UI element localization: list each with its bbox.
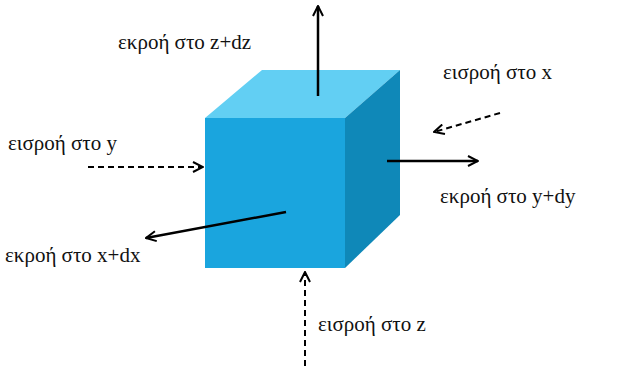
inflow-arrow xyxy=(304,272,306,366)
outflow-arrow xyxy=(317,6,320,96)
flow-label: εισροή στο z xyxy=(318,312,426,336)
flow-label: εισροή στο x xyxy=(443,60,552,84)
inflow-arrow xyxy=(88,166,203,168)
flow-label: εκροή στο x+dx xyxy=(5,243,140,267)
flow-label: εκροή στο y+dy xyxy=(440,184,575,208)
inflow-arrow xyxy=(434,113,500,132)
outflow-arrow xyxy=(146,212,286,238)
flow-label: εισροή στο y xyxy=(8,131,117,155)
cube-side xyxy=(345,70,400,268)
cube-front xyxy=(205,118,345,268)
flow-label: εκροή στο z+dz xyxy=(118,30,251,54)
outflow-arrow xyxy=(387,160,478,163)
